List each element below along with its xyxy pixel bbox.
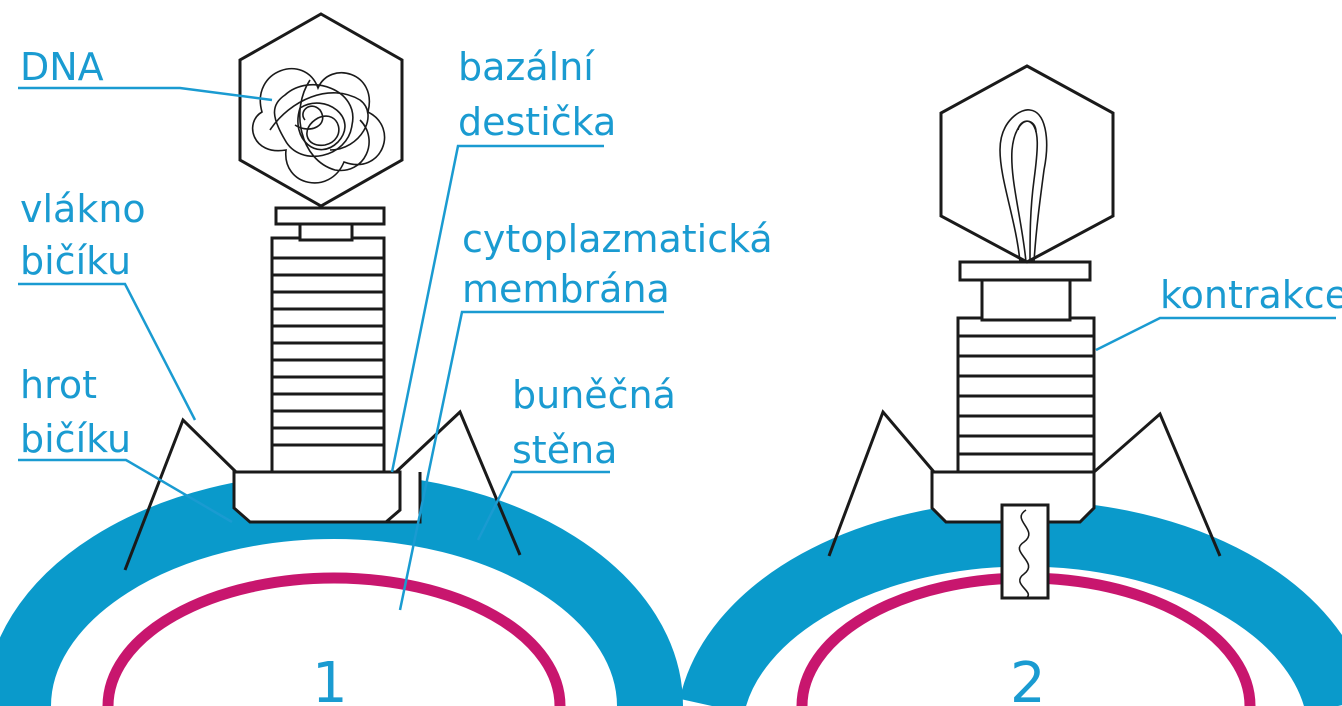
collar-1 — [276, 208, 384, 224]
label-cyto-line2: membrána — [462, 267, 670, 311]
collar-2 — [960, 262, 1090, 280]
label-hrot-line2: bičíku — [20, 417, 131, 461]
label-dna: DNA — [20, 45, 104, 89]
core-tube-2 — [982, 280, 1070, 320]
capsid-head-1 — [240, 14, 402, 206]
panel-number-1: 1 — [312, 651, 348, 706]
label-hrot-line1: hrot — [20, 363, 97, 407]
label-bazalni-line1: bazální — [458, 45, 595, 89]
label-vlakno-line1: vlákno — [20, 187, 146, 231]
label-bazalni-line2: destička — [458, 100, 616, 144]
tail-sheath-1 — [272, 238, 384, 472]
label-vlakno-line2: bičíku — [20, 239, 131, 283]
leader-kontrakce — [1096, 318, 1336, 350]
panel-number-2: 2 — [1010, 651, 1046, 706]
label-bunecna-line1: buněčná — [512, 373, 676, 417]
leader-dna — [18, 88, 272, 100]
inner-tube-2 — [1002, 505, 1048, 598]
phage-panel-2: 2 — [712, 66, 1338, 706]
label-bunecna-line2: stěna — [512, 428, 617, 472]
label-kontrakce: kontrakce — [1160, 273, 1342, 317]
label-cyto-line1: cytoplazmatická — [462, 217, 773, 261]
capsid-head-2 — [941, 66, 1113, 262]
